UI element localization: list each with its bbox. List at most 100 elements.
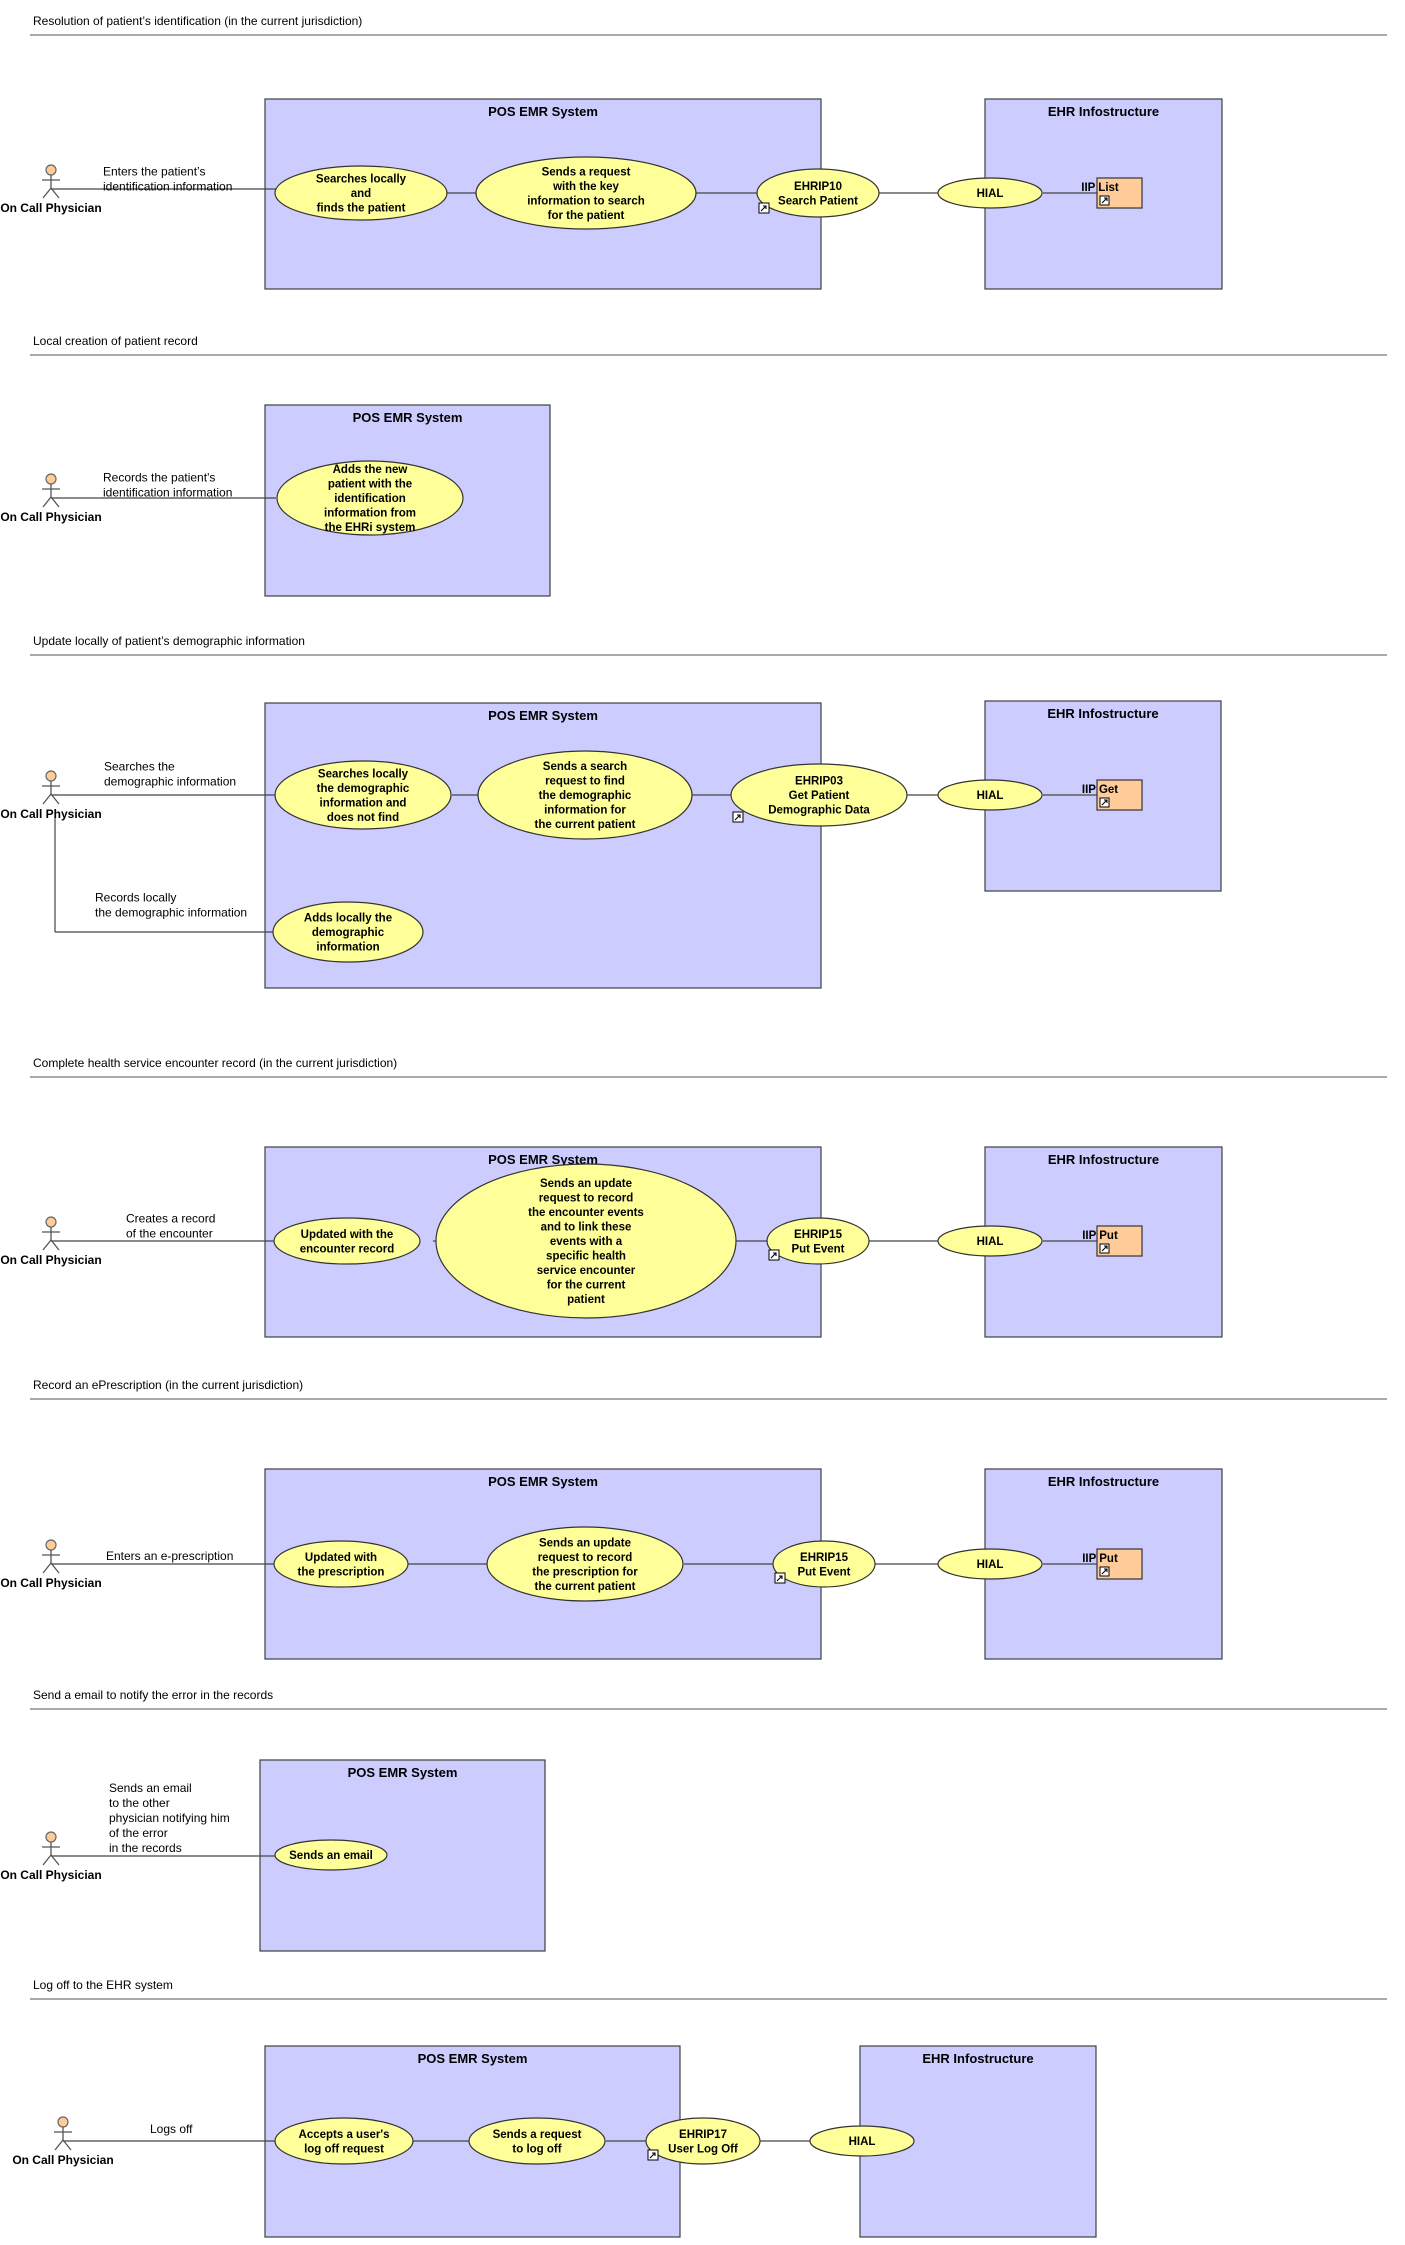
artifact-label: IIP Put	[1082, 1230, 1118, 1242]
ehr-infostructure-title: EHR Infostructure	[1048, 1152, 1159, 1167]
use-case-label: patient	[567, 1294, 605, 1306]
use-case-label: HIAL	[849, 2136, 876, 2148]
use-case-ellipse	[477, 750, 693, 840]
artifact-label: IIP Get	[1082, 784, 1118, 796]
use-case: HIAL	[937, 779, 1043, 811]
interaction-label: of the encounter	[126, 1227, 213, 1241]
pos-emr-system-title: POS EMR System	[348, 1765, 458, 1780]
actor-head	[45, 473, 57, 485]
actor-leg-right	[50, 793, 60, 805]
pos-emr-system-title: POS EMR System	[353, 410, 463, 425]
use-case-label: Search Patient	[778, 195, 858, 207]
ehr-infostructure-title: EHR Infostructure	[922, 2051, 1033, 2066]
actor-leg-right	[50, 1562, 60, 1574]
pos-emr-system-title: POS EMR System	[488, 1474, 598, 1489]
use-case-label: does not find	[327, 812, 399, 824]
section-title: Send a email to notify the error in the …	[33, 1688, 273, 1702]
use-case-label: encounter record	[300, 1243, 395, 1255]
actor-label: On Call Physician	[0, 807, 101, 821]
use-case-ellipse	[274, 165, 448, 221]
section-send-email: Send a email to notify the error in the …	[0, 1688, 1387, 1952]
use-case: HIAL	[937, 1548, 1043, 1580]
link-arrow	[1101, 197, 1108, 204]
actor-icon: On Call Physician	[0, 1216, 102, 1267]
use-case: Accepts a user's log off request	[274, 2117, 414, 2165]
use-case-ellipse	[937, 177, 1043, 209]
actor-label: On Call Physician	[0, 1576, 101, 1590]
use-case-label: EHRIP10	[794, 181, 842, 193]
use-case-ellipse	[937, 1225, 1043, 1257]
actor-label: On Call Physician	[0, 1253, 101, 1267]
link-arrow	[770, 1252, 777, 1259]
interaction-label: to the other	[109, 1796, 170, 1810]
use-case-label: Demographic Data	[768, 805, 870, 817]
actor-head	[45, 1539, 57, 1551]
use-case-label: information	[316, 942, 379, 954]
use-case-label: identification	[334, 493, 406, 505]
actor-leg-right	[50, 1854, 60, 1866]
use-case-ellipse	[274, 760, 452, 830]
actor-label: On Call Physician	[12, 2153, 113, 2167]
use-case-label: Sends an update	[540, 1178, 632, 1190]
use-case-label: log off request	[304, 2143, 384, 2155]
use-case-ellipse	[756, 168, 880, 218]
link-arrow	[776, 1575, 783, 1582]
use-case-label: service encounter	[537, 1265, 636, 1277]
actor-label: On Call Physician	[0, 201, 101, 215]
use-case-ellipse	[730, 763, 908, 827]
use-case-label: events with a	[550, 1236, 623, 1248]
artifact-label: IIP List	[1081, 182, 1119, 194]
use-case-label: the demographic	[317, 783, 410, 795]
actor-head	[45, 1831, 57, 1843]
use-case-ellipse	[766, 1217, 870, 1265]
actor-icon: On Call Physician	[0, 473, 102, 524]
section-patient-identification: Resolution of patient’s identification (…	[0, 14, 1387, 290]
interaction-label: physician notifying him	[109, 1811, 230, 1825]
use-case-label: EHRIP03	[795, 776, 843, 788]
pos-emr-system-title: POS EMR System	[488, 104, 598, 119]
use-case-label: Searches locally	[316, 174, 407, 186]
use-case-label: the prescription	[298, 1566, 385, 1578]
ehr-infostructure-title: EHR Infostructure	[1047, 706, 1158, 721]
interaction-label: Records locally	[95, 891, 176, 905]
actor-leg-left	[42, 793, 52, 805]
use-case: Sends an email	[274, 1839, 388, 1871]
use-case-ellipse	[645, 2117, 761, 2165]
use-case-label: Updated with the	[301, 1229, 394, 1241]
use-case-label: information and	[320, 797, 407, 809]
pos-emr-system-title: POS EMR System	[488, 708, 598, 723]
use-case-label: Put Event	[791, 1243, 844, 1255]
use-case-label: and	[351, 188, 371, 200]
section-title: Update locally of patient’s demographic …	[33, 634, 305, 648]
use-case-label: Adds the new	[333, 464, 408, 476]
use-case-label: specific health	[546, 1251, 626, 1263]
use-case-ellipse	[272, 901, 424, 963]
use-case-label: the current patient	[535, 1581, 636, 1593]
use-case-label: HIAL	[977, 790, 1004, 802]
use-case-label: Sends a request	[493, 2129, 582, 2141]
artifact: IIP Put	[1082, 1225, 1143, 1257]
use-case-label: for the patient	[548, 210, 625, 222]
use-case-label: Sends a request	[542, 166, 631, 178]
use-case-label: the prescription for	[532, 1566, 638, 1578]
actor-head	[45, 770, 57, 782]
artifact-label: IIP Put	[1082, 1553, 1118, 1565]
actor-leg-left	[54, 2139, 64, 2151]
use-case-label: Accepts a user's	[299, 2129, 390, 2141]
use-case: HIAL	[809, 2125, 915, 2157]
use-case: Updated with the encounter record	[273, 1217, 421, 1265]
use-case-label: HIAL	[977, 1236, 1004, 1248]
actor-icon: On Call Physician	[0, 770, 102, 821]
use-case-label: finds the patient	[317, 203, 406, 215]
interaction-label: Searches the	[104, 760, 175, 774]
link-arrow	[649, 2152, 656, 2159]
section-title: Complete health service encounter record…	[33, 1056, 397, 1070]
actor-icon: On Call Physician	[0, 1831, 102, 1882]
actor-head	[45, 164, 57, 176]
actor-leg-right	[62, 2139, 72, 2151]
use-case-label: request to find	[545, 776, 625, 788]
